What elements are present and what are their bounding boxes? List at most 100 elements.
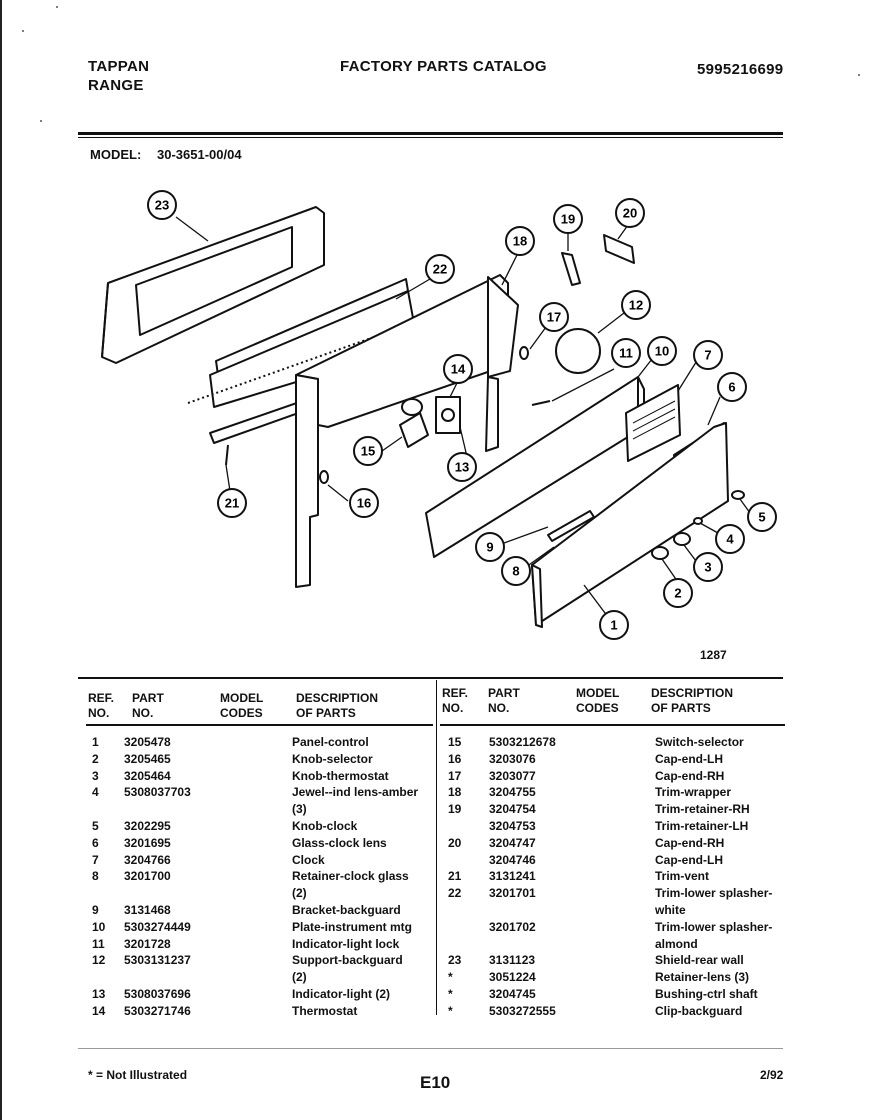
description-cell: Clip-backguard [655,1003,743,1018]
callout-18: 18 [505,226,535,256]
svg-text:22: 22 [433,262,447,277]
ref-no-cell: 15 [448,735,462,749]
footer-rule [78,1048,783,1049]
callout-11: 11 [611,338,641,368]
svg-text:21: 21 [225,496,239,511]
part-no-cell: 3201702 [489,919,536,934]
description-cell: Support-backguard [292,953,403,968]
part-no-cell: 3205464 [124,768,171,783]
description-cell: Trim-retainer-LH [655,819,749,833]
model-number: 30-3651-00/04 [157,147,242,162]
part-no-cell: 5308037696 [124,987,191,1001]
svg-text:3: 3 [704,560,711,575]
description-cell: Clock [292,852,325,867]
ref-no-cell: 11 [92,936,105,951]
bracket-backguard-part [547,510,595,542]
description-cell: Bracket-backguard [292,903,401,917]
description-cell: Trim-wrapper [655,785,732,800]
description-cell: Thermostat [292,1003,358,1018]
svg-text:2: 2 [674,586,681,601]
ref-no-cell: 22 [448,886,462,901]
header-underline-right [440,724,785,726]
panel-control-part [531,422,729,628]
callout-6: 6 [717,372,747,402]
callout-13: 13 [447,452,477,482]
ref-no-cell: 17 [448,768,462,783]
callout-10: 10 [647,336,677,366]
part-no-cell: 3131241 [489,869,536,884]
ref-no-cell: 6 [92,835,99,850]
part-no-cell: 3201695 [124,835,171,850]
callout-19: 19 [553,204,583,234]
ref-no-cell: 14 [92,1003,106,1018]
svg-text:16: 16 [357,496,371,511]
description-cell: Retainer-lens (3) [655,970,750,985]
callout-14: 14 [443,354,473,384]
ref-no-cell: 3 [92,768,99,783]
part-no-cell: 5303271746 [124,1003,191,1018]
svg-text:5: 5 [758,510,765,525]
ref-no-cell: * [448,1003,453,1018]
shield-rear-wall-part [101,206,325,364]
part-no-cell: 3205478 [124,735,171,749]
part-no-cell: 5303272555 [489,1003,556,1018]
svg-text:9: 9 [486,540,493,555]
ref-no-cell: 20 [448,835,462,850]
ref-no-cell: 5 [92,819,99,833]
callout-7: 7 [693,340,723,370]
part-no-cell: 3204746 [489,852,536,867]
svg-text:18: 18 [513,234,527,249]
description-cell: Glass-clock lens [292,835,387,850]
part-no-cell: 3204754 [489,802,536,817]
page-number: E10 [420,1073,451,1092]
description-cell: Cap-end-RH [655,768,725,783]
description-cell: Shield-rear wall [655,953,744,968]
part-no-cell: 5303274449 [124,919,191,934]
ref-no-cell: 19 [448,802,462,817]
svg-text:7: 7 [704,348,711,363]
part-no-cell: 3205465 [124,751,171,766]
thermostat-part [435,396,461,434]
header-ref-no-right: REF.NO. [442,686,469,715]
knob-selector-part [651,546,669,560]
ref-no-cell: 16 [448,751,462,766]
part-no-cell: 3204747 [489,835,536,850]
svg-text:10: 10 [655,344,669,359]
callout-23: 23 [147,190,177,220]
callout-12: 12 [621,290,651,320]
part-no-cell: 3131468 [124,903,171,917]
callout-5: 5 [747,502,777,532]
cap-end-lh-part [319,470,329,484]
callout-4: 4 [715,524,745,554]
part-no-cell: 3202295 [124,819,171,833]
callout-3: 3 [693,552,723,582]
description-cell: (2) [292,970,307,985]
description-cell: Trim-lower splasher- [655,886,773,901]
part-no-cell: 3204755 [489,785,536,800]
callout-9: 9 [475,532,505,562]
part-no-cell: 3201728 [124,936,171,951]
knob-thermostat-part [673,532,691,546]
description-cell: Knob-thermostat [292,768,389,783]
part-no-cell: 3204753 [489,819,536,833]
table-top-rule [78,677,783,679]
exploded-parts-diagram: 1 2 3 4 5 6 7 8 9 10 11 12 13 14 15 16 1… [101,190,777,640]
ref-no-cell: * [448,970,453,985]
ref-no-cell: 13 [92,987,106,1001]
description-cell: Indicator-light lock [292,936,400,951]
part-no-cell: 3201701 [489,886,536,901]
trim-retainer-part [561,252,581,286]
clock-part [625,384,681,462]
publication-date: 2/92 [760,1068,784,1082]
not-illustrated-note: * = Not Illustrated [88,1068,188,1082]
part-no-cell: 3201700 [124,869,171,884]
description-cell: (3) [292,802,307,817]
svg-text:4: 4 [726,532,734,547]
svg-text:12: 12 [629,298,643,313]
scan-speck [22,30,24,32]
description-cell: Cap-end-LH [655,852,723,867]
header-rule-thin [78,137,783,138]
